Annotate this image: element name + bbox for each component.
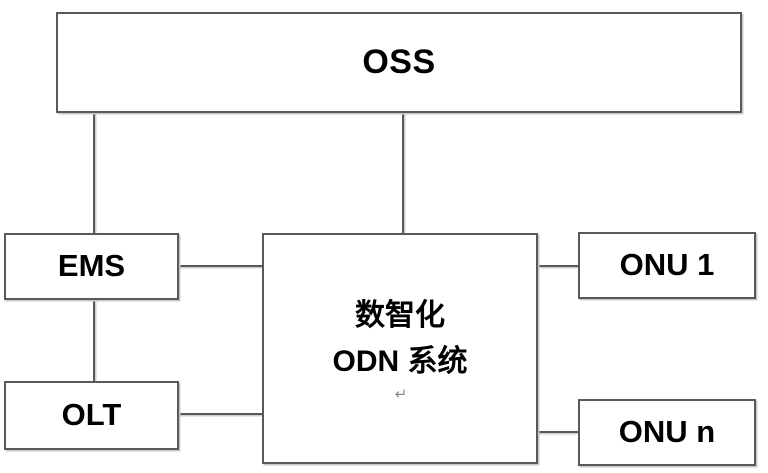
node-olt: OLT [4, 381, 179, 450]
connector-ems-to-olt [93, 299, 95, 382]
node-onu-1-label: ONU 1 [619, 247, 715, 283]
node-onu-n: ONU n [578, 399, 756, 466]
carriage-return-icon: ↵ [394, 385, 408, 403]
connector-oss-to-odn [402, 112, 404, 234]
node-oss: OSS [56, 12, 742, 113]
connector-odn-to-onu1 [537, 265, 579, 267]
node-onu-n-label: ONU n [618, 414, 716, 450]
node-oss-label: OSS [362, 43, 436, 82]
connector-olt-to-odn [178, 413, 263, 415]
node-odn-system-label: 数智化 ODN 系统 [332, 298, 468, 379]
connector-ems-to-odn [178, 265, 263, 267]
node-olt-label: OLT [61, 397, 122, 433]
connector-odn-to-onun [537, 431, 579, 433]
node-onu-1: ONU 1 [578, 232, 756, 299]
node-ems-label: EMS [57, 248, 126, 284]
node-odn-system: 数智化 ODN 系统 ↵ [262, 233, 538, 464]
connector-oss-to-ems [93, 112, 95, 234]
node-ems: EMS [4, 233, 179, 300]
